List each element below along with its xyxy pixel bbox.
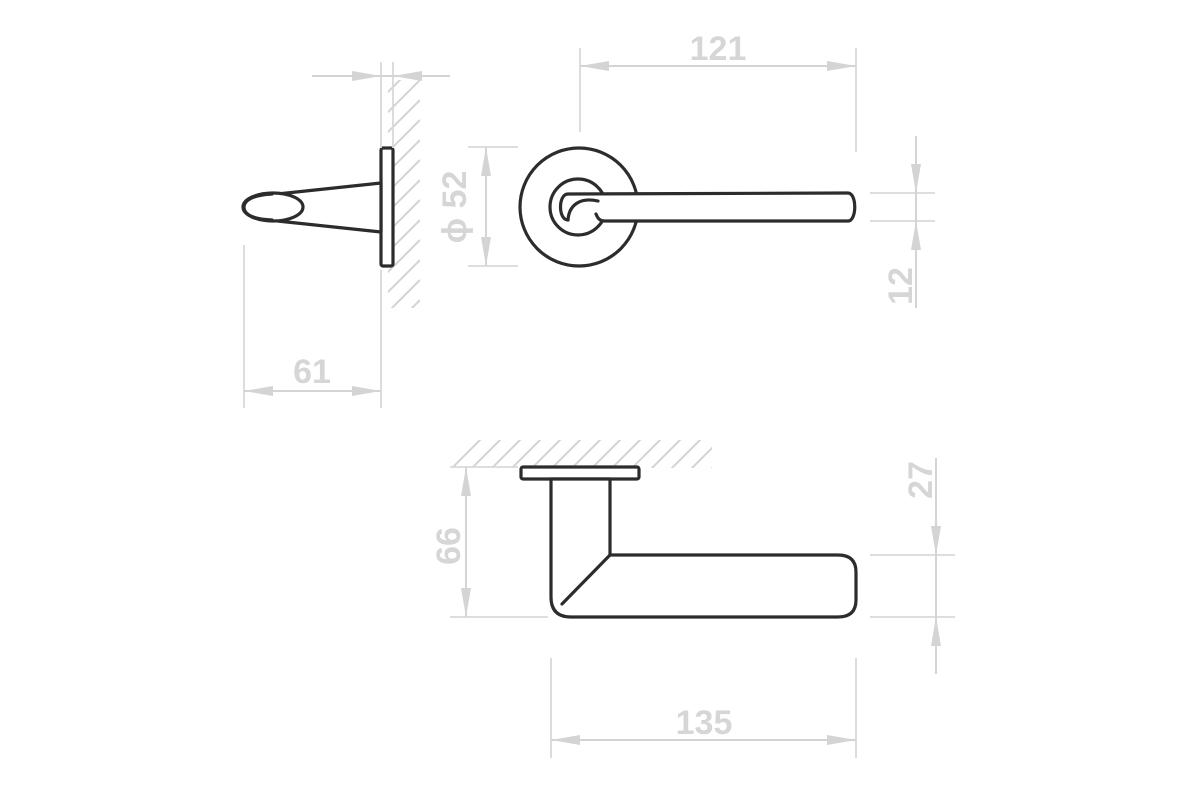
dimension-label-lever-height: 27 (902, 461, 940, 499)
dimension-arrow (461, 588, 471, 617)
dimension-arrow (481, 147, 491, 176)
dimension-arrow (911, 164, 921, 193)
front-view: ϕ 52 121 12 (436, 30, 935, 308)
wall-hatch-horizontal (452, 440, 712, 468)
lever-inner-curve (566, 198, 600, 222)
dimension-label-lever-length-top: 121 (690, 30, 747, 68)
lever-tip-side (242, 192, 274, 222)
lever-top (549, 477, 858, 619)
dimension-arrow (352, 386, 381, 396)
top-view: 66 27 135 (430, 440, 955, 758)
dimension-arrow (481, 237, 491, 266)
lever-front (558, 191, 857, 223)
dimension-label-height-from-door: 66 (430, 527, 468, 565)
dimension-label-lever-thickness: 12 (882, 267, 920, 305)
dimension-arrow (827, 735, 856, 745)
dimension-arrow (551, 735, 580, 745)
dimension-arrow (911, 221, 921, 250)
rose-plate-side (379, 146, 395, 268)
lever-bend-line (560, 553, 612, 606)
dimension-label-rose-diameter: ϕ 52 (436, 171, 474, 244)
dimension-arrow (352, 71, 381, 81)
rose-plate-top (519, 465, 641, 481)
dimension-arrow (244, 386, 273, 396)
dimension-arrow (931, 526, 941, 555)
dimension-arrow (393, 71, 422, 81)
dimension-arrow (461, 467, 471, 496)
dimension-arrow (580, 61, 609, 71)
dimension-label-projection: 61 (293, 353, 331, 391)
dimension-label-lever-length-bottom: 135 (676, 704, 733, 742)
dimension-arrow (931, 617, 941, 646)
dimension-arrow (827, 61, 856, 71)
side-view: 61 (241, 62, 450, 408)
